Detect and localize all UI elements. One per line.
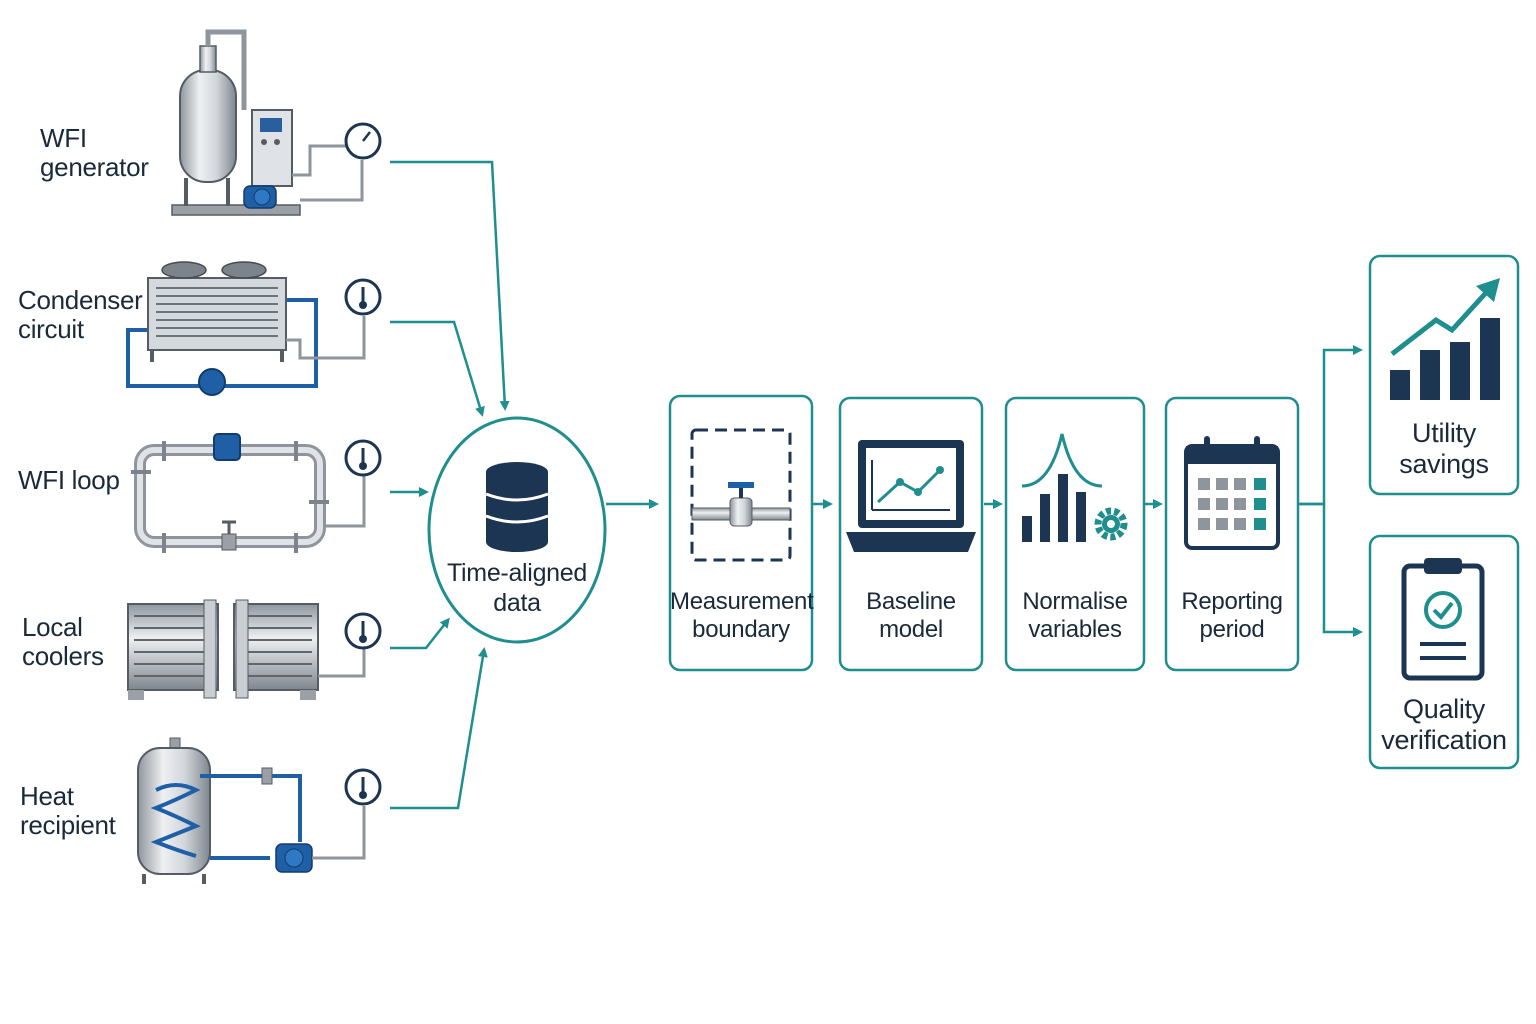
thermometer-icon (344, 612, 382, 650)
clipboard-check-icon (1401, 558, 1485, 681)
heat-exchanger-icon (127, 599, 366, 700)
condenser-unit-icon (126, 261, 366, 396)
thermometer-icon (344, 768, 382, 806)
distillation-column-icon (171, 29, 364, 216)
baseline-model-box (838, 396, 984, 672)
reporting-period-box (1164, 396, 1300, 672)
laptop-chart-icon (846, 440, 976, 552)
calendar-icon (1184, 436, 1280, 550)
bell-curve-gear-icon (1021, 433, 1128, 542)
utility-savings-box (1368, 254, 1520, 496)
source-connectors (390, 160, 510, 810)
pressure-gauge-icon (344, 122, 382, 160)
bar-chart-arrow-icon (1390, 278, 1500, 400)
quality-verification-box (1368, 534, 1520, 770)
pipe-loop-icon (131, 433, 366, 553)
thermometer-icon (344, 278, 382, 316)
normalise-variables-box (1004, 396, 1146, 672)
dashed-boundary-valve-icon (690, 428, 792, 562)
database-icon (485, 462, 549, 552)
coil-tank-icon (137, 737, 366, 884)
measurement-boundary-box (668, 394, 814, 672)
source-label-wfi-loop: WFI loop (18, 465, 120, 495)
thermometer-icon (344, 439, 382, 477)
step-connectors (606, 345, 1363, 637)
